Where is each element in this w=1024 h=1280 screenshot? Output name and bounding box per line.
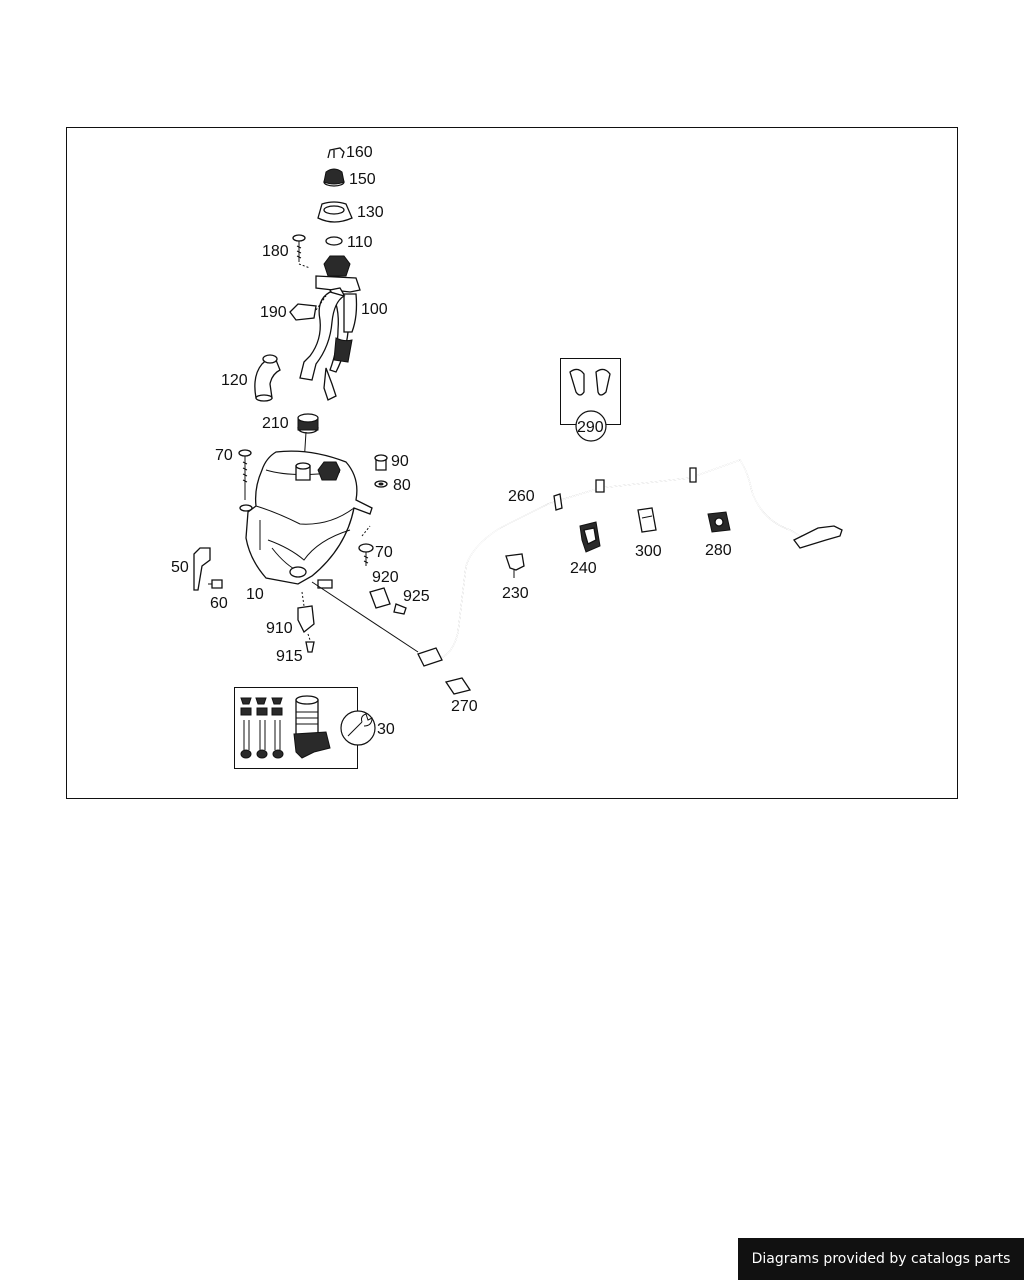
label-240: 240 [570,560,597,577]
label-90: 90 [391,453,409,470]
label-210: 210 [262,415,289,432]
part-290-clip-set[interactable] [560,358,621,442]
part-100-filler-neck[interactable] [299,255,361,401]
part-150-cap[interactable] [323,168,345,187]
part-130-seal[interactable] [317,201,353,223]
label-110: 110 [347,234,373,251]
diagram-frame [66,127,958,799]
part-925-plug[interactable] [393,603,407,615]
part-280-grommet[interactable] [707,511,731,533]
part-70-bolt-top[interactable] [238,449,253,512]
part-10-reservoir-tank[interactable] [245,450,373,589]
label-70-side: 70 [375,544,393,561]
label-30: 30 [377,721,395,738]
credit-banner: Diagrams provided by catalogs parts [738,1238,1024,1280]
part-920-seal[interactable] [369,587,391,609]
part-915-pin[interactable] [305,633,315,653]
label-915: 915 [276,648,303,665]
label-120: 120 [221,372,248,389]
label-60: 60 [210,595,228,612]
label-910: 910 [266,620,293,637]
part-120-hose[interactable] [254,354,281,402]
label-80: 80 [393,477,411,494]
label-270: 270 [451,698,478,715]
part-30-pump-kit[interactable] [234,687,376,769]
label-180: 180 [262,243,289,260]
label-920: 920 [372,569,399,586]
label-50: 50 [171,559,189,576]
part-300-holder[interactable] [637,507,657,533]
label-290: 290 [577,419,604,436]
part-260-hose-line[interactable] [311,459,843,667]
label-70-top: 70 [215,447,233,464]
label-100: 100 [361,301,388,318]
label-130: 130 [357,204,384,221]
part-240-holder[interactable] [579,521,601,553]
part-80-washer[interactable] [374,480,388,488]
part-180-screw[interactable] [292,234,311,269]
part-190-clip-nut[interactable] [289,295,327,321]
part-910-sensor[interactable] [297,591,315,634]
part-210-clamp[interactable] [297,413,319,465]
label-925: 925 [403,588,430,605]
label-150: 150 [349,171,376,188]
label-230: 230 [502,585,529,602]
label-190: 190 [260,304,287,321]
label-280: 280 [705,542,732,559]
part-90-grommet[interactable] [374,454,388,471]
part-70-bolt-side[interactable] [358,525,374,566]
part-110-oring[interactable] [325,236,343,246]
part-160-clip[interactable] [327,147,345,159]
part-270-sleeve[interactable] [444,677,472,695]
part-230-clip[interactable] [505,553,525,578]
part-60-bolt[interactable] [208,579,223,589]
label-160: 160 [346,144,373,161]
label-260: 260 [508,488,535,505]
label-10: 10 [246,586,264,603]
part-50-bracket[interactable] [193,547,211,591]
label-300: 300 [635,543,662,560]
